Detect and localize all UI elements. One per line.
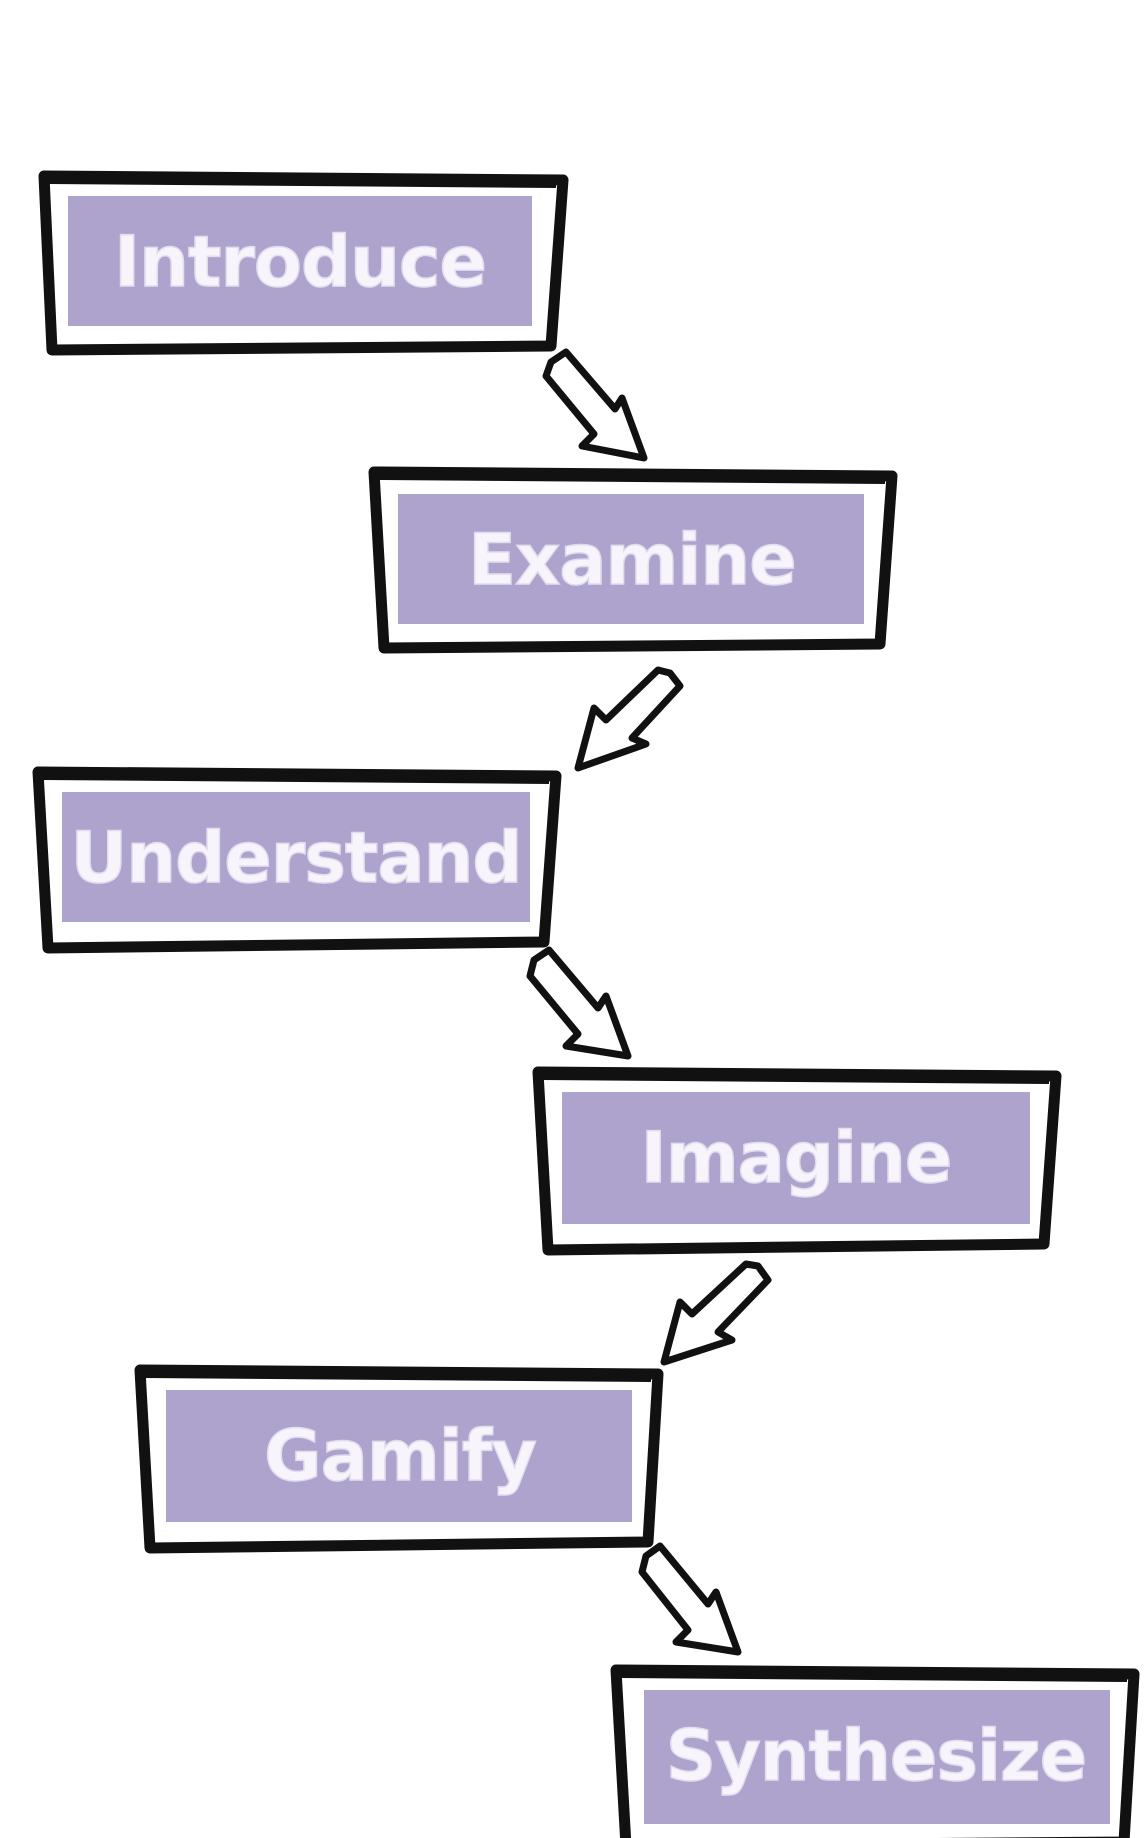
step-synthesize-label: Synthesize — [666, 1715, 1087, 1797]
step-introduce: Introduce — [38, 170, 569, 356]
step-imagine: Imagine — [532, 1066, 1062, 1256]
step-gamify: Gamify — [134, 1364, 664, 1554]
step-understand-inner-stroke — [41, 776, 550, 784]
step-understand: Understand — [32, 766, 562, 954]
arrow-imagine-to-gamify-icon — [660, 1260, 772, 1366]
step-gamify-inner-stroke — [143, 1374, 652, 1382]
step-imagine-box — [562, 1092, 1030, 1224]
step-introduce-inner-stroke — [47, 180, 557, 188]
step-examine: Examine — [368, 466, 898, 654]
step-synthesize: Synthesize — [610, 1664, 1140, 1838]
step-introduce-box — [68, 196, 532, 326]
step-understand-box — [62, 792, 530, 922]
arrow-understand-to-imagine-icon — [526, 946, 632, 1060]
step-examine-inner-stroke — [377, 476, 886, 484]
step-examine-label: Examine — [468, 519, 795, 601]
step-gamify-label: Gamify — [264, 1415, 536, 1497]
step-introduce-label: Introduce — [114, 221, 486, 303]
arrow-examine-to-understand-icon — [574, 666, 684, 772]
arrow-gamify-to-synthesize-icon — [638, 1542, 742, 1656]
step-synthesize-box — [644, 1690, 1110, 1824]
step-imagine-label: Imagine — [641, 1117, 952, 1199]
step-understand-label: Understand — [70, 817, 521, 899]
step-gamify-box — [166, 1390, 632, 1522]
arrow-introduce-to-examine-icon — [542, 348, 648, 462]
step-examine-box — [398, 494, 864, 624]
step-imagine-inner-stroke — [541, 1076, 1050, 1084]
step-synthesize-inner-stroke — [619, 1674, 1128, 1682]
